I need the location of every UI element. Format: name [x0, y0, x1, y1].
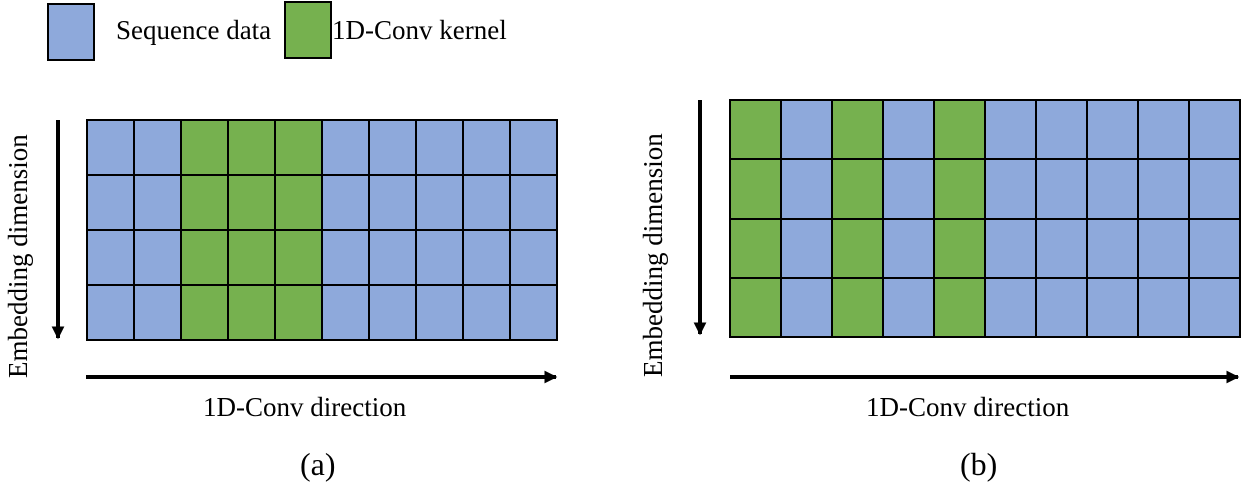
kernel-cell	[182, 176, 227, 229]
sequence-cell	[1088, 219, 1137, 277]
sequence-cell	[511, 176, 556, 229]
sequence-cell	[323, 121, 368, 174]
panel-b-caption: (b)	[960, 446, 998, 482]
sequence-cell	[135, 286, 180, 339]
kernel-cell	[935, 278, 984, 336]
kernel-cell	[182, 121, 227, 174]
sequence-cell	[1190, 160, 1239, 218]
sequence-cell	[417, 121, 462, 174]
kernel-cell	[731, 160, 780, 218]
sequence-cell	[1037, 160, 1086, 218]
kernel-cell	[935, 101, 984, 159]
kernel-cell	[229, 121, 274, 174]
sequence-cell	[782, 101, 831, 159]
legend-label-sequence-data: Sequence data	[116, 15, 272, 45]
sequence-cell	[135, 121, 180, 174]
sequence-cell	[782, 219, 831, 277]
panel-a-grid	[86, 119, 558, 341]
sequence-cell	[986, 219, 1035, 277]
legend-swatch-sequence-data	[47, 3, 95, 61]
kernel-cell	[731, 278, 780, 336]
sequence-cell	[511, 121, 556, 174]
kernel-cell	[229, 286, 274, 339]
sequence-cell	[370, 176, 415, 229]
sequence-cell	[986, 278, 1035, 336]
sequence-cell	[1037, 219, 1086, 277]
kernel-cell	[935, 219, 984, 277]
sequence-cell	[1139, 101, 1188, 159]
sequence-cell	[88, 121, 133, 174]
panel-a-caption: (a)	[300, 446, 336, 482]
sequence-cell	[417, 231, 462, 284]
kernel-cell	[833, 219, 882, 277]
sequence-cell	[884, 278, 933, 336]
sequence-cell	[417, 286, 462, 339]
sequence-cell	[884, 219, 933, 277]
sequence-cell	[464, 286, 509, 339]
sequence-cell	[986, 101, 1035, 159]
sequence-cell	[88, 176, 133, 229]
sequence-cell	[323, 286, 368, 339]
sequence-cell	[1190, 101, 1239, 159]
kernel-cell	[833, 101, 882, 159]
sequence-cell	[370, 121, 415, 174]
sequence-cell	[370, 286, 415, 339]
sequence-cell	[464, 231, 509, 284]
kernel-cell	[276, 176, 321, 229]
kernel-cell	[229, 231, 274, 284]
sequence-cell	[1190, 278, 1239, 336]
kernel-cell	[731, 101, 780, 159]
panel-a-x-axis-label: 1D-Conv direction	[203, 392, 407, 422]
kernel-cell	[276, 121, 321, 174]
sequence-cell	[464, 176, 509, 229]
sequence-cell	[986, 160, 1035, 218]
sequence-cell	[782, 160, 831, 218]
sequence-cell	[1088, 160, 1137, 218]
sequence-cell	[88, 231, 133, 284]
sequence-cell	[464, 121, 509, 174]
kernel-cell	[833, 160, 882, 218]
kernel-cell	[182, 286, 227, 339]
sequence-cell	[135, 231, 180, 284]
legend-swatch-kernel	[284, 1, 332, 59]
sequence-cell	[1037, 278, 1086, 336]
kernel-cell	[935, 160, 984, 218]
sequence-cell	[1190, 219, 1239, 277]
panel-b-grid	[729, 99, 1241, 338]
sequence-cell	[884, 101, 933, 159]
kernel-cell	[276, 286, 321, 339]
sequence-cell	[1088, 101, 1137, 159]
legend-label-kernel: 1D-Conv kernel	[332, 15, 507, 45]
sequence-cell	[370, 231, 415, 284]
kernel-cell	[731, 219, 780, 277]
sequence-cell	[323, 231, 368, 284]
sequence-cell	[88, 286, 133, 339]
sequence-cell	[1037, 101, 1086, 159]
kernel-cell	[182, 231, 227, 284]
sequence-cell	[1139, 278, 1188, 336]
sequence-cell	[782, 278, 831, 336]
sequence-cell	[1139, 160, 1188, 218]
kernel-cell	[833, 278, 882, 336]
sequence-cell	[135, 176, 180, 229]
sequence-cell	[323, 176, 368, 229]
sequence-cell	[417, 176, 462, 229]
sequence-cell	[1139, 219, 1188, 277]
sequence-cell	[511, 231, 556, 284]
panel-b-x-axis-label: 1D-Conv direction	[866, 392, 1070, 422]
kernel-cell	[229, 176, 274, 229]
kernel-cell	[276, 231, 321, 284]
sequence-cell	[1088, 278, 1137, 336]
sequence-cell	[884, 160, 933, 218]
sequence-cell	[511, 286, 556, 339]
